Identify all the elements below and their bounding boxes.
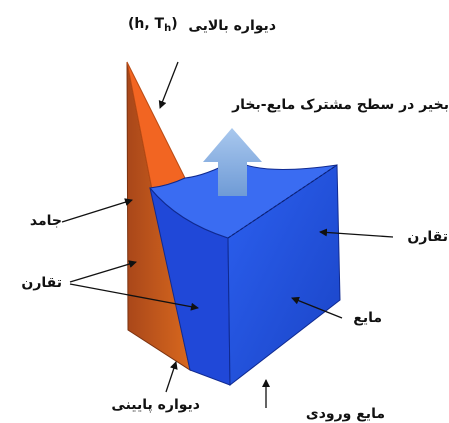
leader-top-wall bbox=[158, 61, 179, 109]
label-liquid-inlet: مایع ورودی bbox=[306, 406, 385, 422]
label-top-wall: دیواره بالایی bbox=[188, 18, 276, 34]
label-top-wall-condition: (h, Th) bbox=[128, 16, 178, 34]
evaporation-arrow bbox=[203, 128, 262, 196]
label-liquid: مایع bbox=[353, 310, 382, 326]
leader-solid bbox=[61, 198, 133, 223]
label-symmetry-left: تقارن bbox=[21, 275, 62, 291]
leader-symmetry-left-1 bbox=[69, 260, 137, 283]
label-evaporation: بخیر در سطح مشترک مایع-بخار bbox=[231, 97, 449, 113]
label-bottom-wall: دیواره پایینی bbox=[111, 397, 200, 413]
label-symmetry-right: تقارن bbox=[407, 229, 448, 245]
leader-symmetry-right bbox=[319, 228, 394, 238]
leader-liquid bbox=[291, 296, 343, 319]
symmetry-dashed-edge bbox=[227, 164, 338, 239]
label-solid: جامد bbox=[30, 213, 62, 229]
leader-bottom-wall bbox=[165, 361, 178, 393]
leader-symmetry-left-2 bbox=[69, 283, 199, 311]
